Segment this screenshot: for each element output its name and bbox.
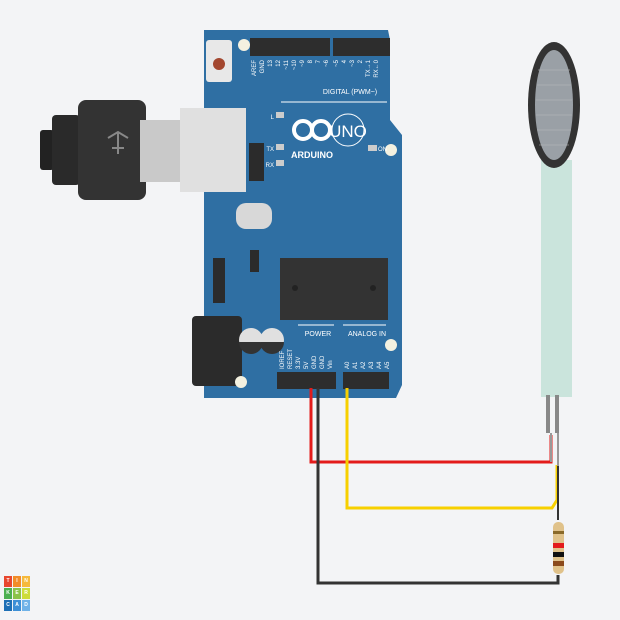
logo-letter: K xyxy=(4,588,12,599)
logo-letter: A xyxy=(13,600,21,611)
logo-letter: E xyxy=(13,588,21,599)
pin-label: 8 xyxy=(308,59,314,63)
digital-header-1[interactable] xyxy=(250,38,330,56)
arduino-logo-icon xyxy=(292,119,332,141)
power-jack xyxy=(192,316,242,386)
pin-label: ~9 xyxy=(300,59,306,67)
pin-label: 12 xyxy=(276,59,282,66)
pin-label: RX←0 xyxy=(374,59,380,77)
led-on-label: ON xyxy=(378,147,387,153)
arduino-uno-board[interactable]: UNO ARDUINO DIGITAL (PWM~) POWER ANALOG … xyxy=(180,30,402,398)
crystal xyxy=(236,203,272,229)
pin-label: A1 xyxy=(353,361,359,369)
logo-letter: D xyxy=(22,600,30,611)
led-rx-label: RX xyxy=(266,163,274,169)
usb-icon xyxy=(107,130,129,154)
usb-port xyxy=(180,108,246,192)
logo-letter: N xyxy=(22,576,30,587)
pin-label: TX→1 xyxy=(366,59,372,77)
digital-header-2[interactable] xyxy=(333,38,390,56)
pin-label: 13 xyxy=(268,59,274,66)
pin-label: AREF xyxy=(252,60,258,76)
pin-label: A4 xyxy=(377,361,383,369)
logo-letter: C xyxy=(4,600,12,611)
model-label: UNO xyxy=(329,122,367,141)
pin-label: 7 xyxy=(316,59,322,63)
pin-label: ~3 xyxy=(350,59,356,67)
pin-label: A2 xyxy=(361,361,367,369)
pin-label: GND xyxy=(260,59,266,73)
atmega-chip xyxy=(280,258,388,320)
power-header[interactable] xyxy=(277,372,336,389)
pin-label: 5V xyxy=(304,362,310,369)
pin-label: ~5 xyxy=(334,59,340,67)
pin-label: RESET xyxy=(288,349,294,369)
pin-label: A0 xyxy=(345,361,351,369)
pin-label: ~6 xyxy=(324,59,330,67)
logo-letter: I xyxy=(13,576,21,587)
pin-label: A5 xyxy=(385,361,391,369)
force-sensor[interactable] xyxy=(528,42,580,466)
pin-label: A3 xyxy=(369,361,375,369)
logo-letter: R xyxy=(22,588,30,599)
brand-label: ARDUINO xyxy=(291,150,333,160)
pin-label: 3.3V xyxy=(296,357,302,369)
wire-gnd[interactable] xyxy=(316,388,560,585)
power-label: POWER xyxy=(305,331,331,338)
analog-label: ANALOG IN xyxy=(348,331,386,338)
pin-label: 2 xyxy=(358,59,364,63)
pin-label: 4 xyxy=(342,59,348,63)
analog-header[interactable] xyxy=(343,372,389,389)
led-l-label: L xyxy=(271,115,275,121)
wire-a0[interactable] xyxy=(345,388,559,510)
pin-label: ~11 xyxy=(284,59,290,69)
pin-label: IOREF xyxy=(280,350,286,369)
usb-cable[interactable] xyxy=(40,100,182,200)
digital-label: DIGITAL (PWM~) xyxy=(323,89,377,96)
pin-label: Vin xyxy=(328,360,334,369)
logo-letter: T xyxy=(4,576,12,587)
pin-label: ~10 xyxy=(292,59,298,70)
led-tx-label: TX xyxy=(266,147,274,153)
pin-label: GND xyxy=(320,355,326,369)
resistor[interactable] xyxy=(553,522,564,574)
pin-label: GND xyxy=(312,355,318,369)
